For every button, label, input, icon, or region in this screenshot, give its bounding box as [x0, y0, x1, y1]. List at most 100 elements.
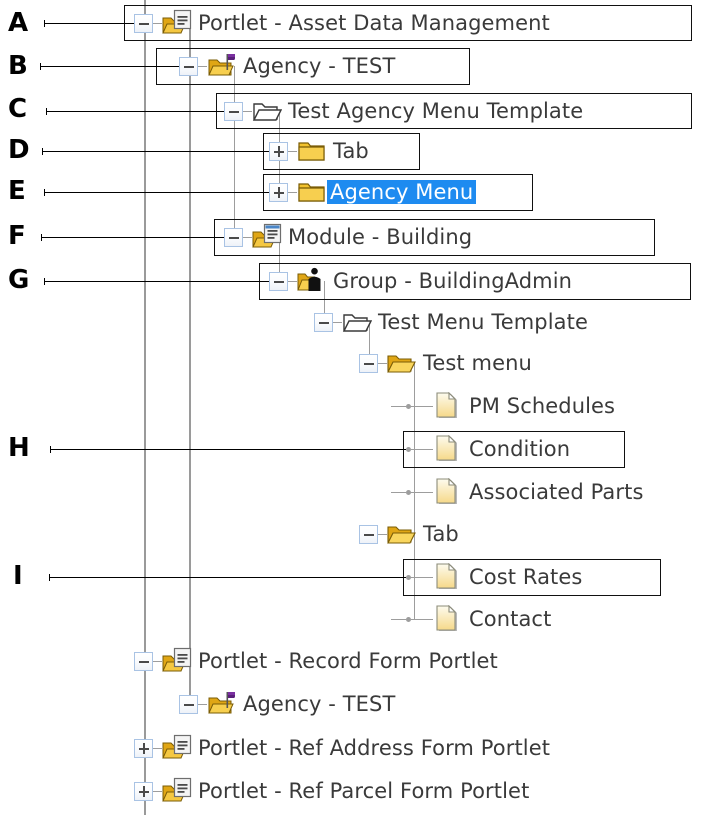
tree-node-label[interactable]: Test menu	[423, 351, 532, 375]
tree-connector-vline	[324, 281, 325, 322]
page-icon	[433, 435, 463, 463]
expand-node-icon[interactable]	[134, 738, 153, 758]
tree-node-connector	[153, 790, 162, 792]
tree-node-label[interactable]: Portlet - Ref Parcel Form Portlet	[198, 779, 530, 803]
annotation-leader-line	[42, 151, 269, 152]
tree-node[interactable]: Group - BuildingAdmin	[269, 263, 572, 299]
expand-node-icon[interactable]	[269, 141, 288, 161]
tree-leaf-dot-icon	[406, 403, 411, 409]
tree-leaf-connector	[411, 491, 433, 493]
annotation-leader-line	[44, 281, 269, 282]
tree-node[interactable]: Test Menu Template	[314, 304, 588, 340]
menu-template-folder-icon	[252, 97, 282, 125]
tree-node[interactable]: Portlet - Record Form Portlet	[134, 643, 498, 679]
portlet-icon	[162, 647, 192, 675]
tree-node-label[interactable]: Tab	[423, 522, 459, 546]
tree-node-label[interactable]: Tab	[333, 139, 369, 163]
menu-template-folder-icon	[342, 308, 372, 336]
page-icon	[433, 605, 463, 633]
annotation-leader-line	[40, 66, 179, 67]
annotation-leader-line	[49, 577, 406, 578]
tree-node[interactable]: Tab	[269, 133, 369, 169]
tree-node[interactable]: Associated Parts	[406, 474, 644, 510]
tree-leaf-connector	[411, 618, 433, 620]
tree-node-label[interactable]: Cost Rates	[469, 565, 583, 589]
tree-node[interactable]: Agency Menu	[269, 174, 477, 210]
tree-node[interactable]: Tab	[359, 516, 459, 552]
collapse-node-icon[interactable]	[269, 271, 288, 291]
tree-node-label[interactable]: Associated Parts	[469, 480, 644, 504]
tree-connector-hline	[391, 619, 406, 620]
tree-node-label[interactable]: Agency Menu	[327, 180, 477, 204]
tree-node-label[interactable]: Group - BuildingAdmin	[333, 269, 573, 293]
tree-leaf-dot-icon	[406, 446, 411, 452]
annotation-letter-c: C	[8, 94, 28, 124]
collapse-node-icon[interactable]	[359, 524, 378, 544]
tree-node-label[interactable]: Contact	[469, 607, 552, 631]
tree-node[interactable]: PM Schedules	[406, 388, 615, 424]
collapse-node-icon[interactable]	[134, 13, 153, 33]
collapse-node-icon[interactable]	[179, 56, 198, 76]
tree-node-connector	[198, 65, 207, 67]
collapse-node-icon[interactable]	[359, 353, 378, 373]
tree-node-label[interactable]: Portlet - Record Form Portlet	[198, 649, 498, 673]
tree-node-connector	[153, 660, 162, 662]
tree-node-connector	[288, 191, 297, 193]
folder-open-icon	[387, 349, 417, 377]
tree-node[interactable]: Agency - TEST	[179, 686, 395, 722]
annotation-leader-line	[41, 237, 224, 238]
collapse-node-icon[interactable]	[314, 312, 333, 332]
tree-node-label[interactable]: Portlet - Asset Data Management	[198, 11, 550, 35]
tree-node-label[interactable]: Module - Building	[288, 225, 473, 249]
annotation-leader-line	[44, 192, 269, 193]
tree-node-label[interactable]: Test Menu Template	[378, 310, 588, 334]
page-icon	[433, 392, 463, 420]
collapse-node-icon[interactable]	[134, 651, 153, 671]
tree-node-connector	[288, 150, 297, 152]
tree-connector-vline	[369, 322, 370, 363]
page-icon	[433, 563, 463, 591]
tree-node-connector	[288, 280, 297, 282]
tree-leaf-connector	[411, 405, 433, 407]
tree-node-label[interactable]: PM Schedules	[469, 394, 616, 418]
collapse-node-icon[interactable]	[224, 101, 243, 121]
annotation-leader-line	[46, 111, 224, 112]
annotation-letter-f: F	[8, 221, 26, 251]
annotation-letter-b: B	[8, 51, 28, 81]
tree-connector-hline	[391, 406, 406, 407]
tree-node[interactable]: Cost Rates	[406, 559, 582, 595]
portlet-icon	[162, 777, 192, 805]
tree-node-connector	[153, 22, 162, 24]
tree-node[interactable]: Portlet - Ref Address Form Portlet	[134, 730, 550, 766]
tree-leaf-connector	[411, 448, 433, 450]
tree-node[interactable]: Module - Building	[224, 219, 472, 255]
expand-node-icon[interactable]	[134, 781, 153, 801]
collapse-node-icon[interactable]	[224, 227, 243, 247]
tree-node[interactable]: Test menu	[359, 345, 532, 381]
tree-node-label[interactable]: Agency - TEST	[243, 54, 396, 78]
tree-node[interactable]: Portlet - Asset Data Management	[134, 5, 550, 41]
tree-node-connector	[378, 362, 387, 364]
tree-node-connector	[153, 747, 162, 749]
group-icon	[297, 267, 327, 295]
tree-node-label[interactable]: Test Agency Menu Template	[288, 99, 584, 123]
portlet-icon	[162, 734, 192, 762]
tree-connector-vline	[144, 0, 146, 815]
tree-node-connector	[333, 321, 342, 323]
tree-node[interactable]: Contact	[406, 601, 551, 637]
tree-leaf-dot-icon	[406, 574, 411, 580]
tree-node-label[interactable]: Agency - TEST	[243, 692, 396, 716]
tree-node[interactable]: Agency - TEST	[179, 48, 395, 84]
tree-node[interactable]: Test Agency Menu Template	[224, 93, 583, 129]
tree-node-connector	[198, 703, 207, 705]
tree-node[interactable]: Condition	[406, 431, 570, 467]
tree-node-label[interactable]: Portlet - Ref Address Form Portlet	[198, 736, 551, 760]
tree-node[interactable]: Portlet - Ref Parcel Form Portlet	[134, 773, 529, 809]
collapse-node-icon[interactable]	[179, 694, 198, 714]
expand-node-icon[interactable]	[269, 182, 288, 202]
agency-folder-icon	[207, 690, 237, 718]
tree-leaf-dot-icon	[406, 489, 411, 495]
folder-open-icon	[387, 520, 417, 548]
tree-node-label[interactable]: Condition	[469, 437, 571, 461]
